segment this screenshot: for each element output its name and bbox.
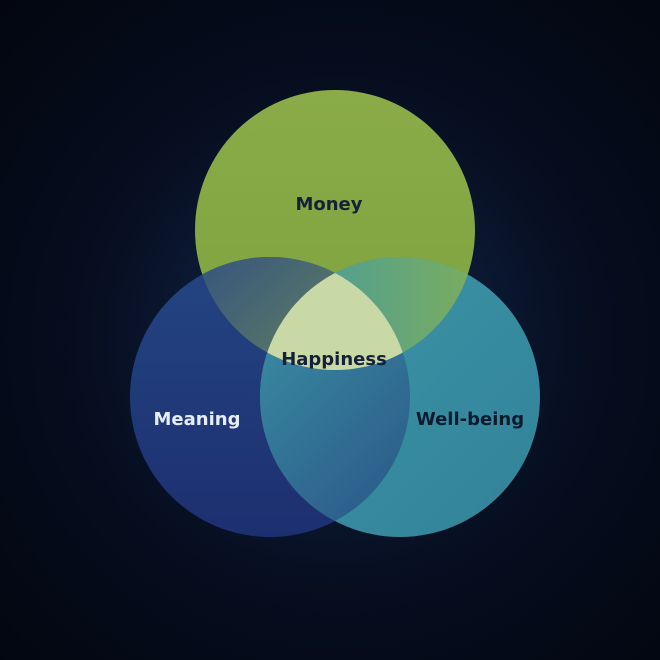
happiness-label: Happiness (281, 349, 387, 370)
money-label: Money (295, 194, 362, 215)
meaning-label: Meaning (154, 409, 241, 430)
happiness-region (260, 257, 410, 370)
wellbeing-label: Well-being (416, 409, 524, 430)
